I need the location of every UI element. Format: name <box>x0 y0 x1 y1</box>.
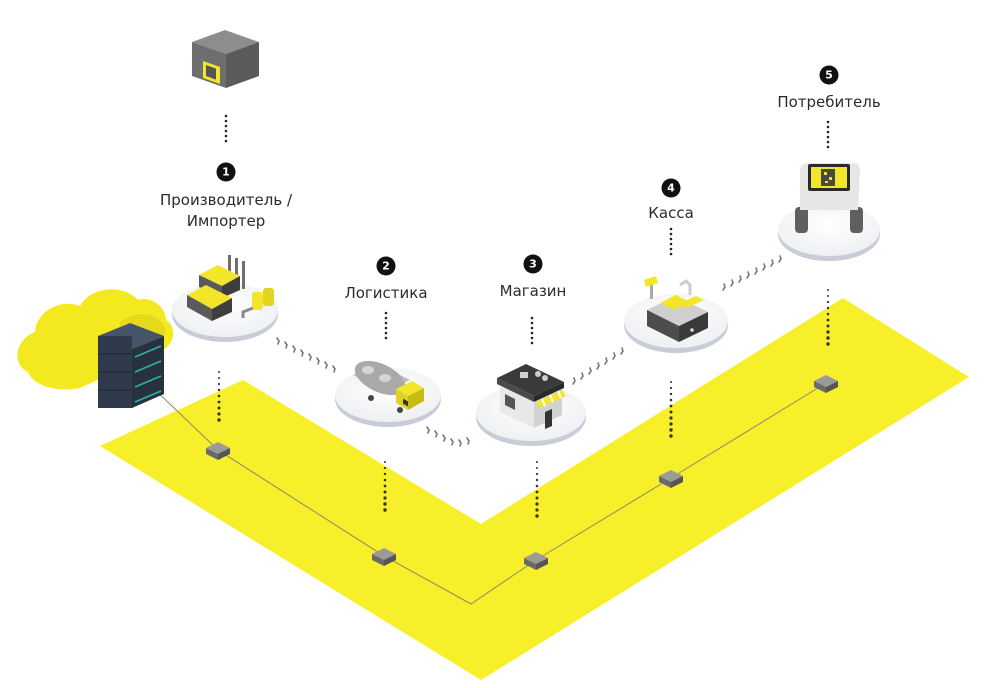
stage-4-label: Касса <box>648 204 694 222</box>
stage-3-label: Магазин <box>499 282 567 300</box>
tanker-truck-icon <box>353 360 424 413</box>
marked-box-icon <box>192 30 259 88</box>
platform-5 <box>778 204 880 261</box>
stage-5-label: Потребитель <box>777 93 881 111</box>
server-rack-icon <box>98 323 164 408</box>
stage-2-label: Логистика <box>344 284 428 302</box>
network-node-icon <box>206 375 838 570</box>
stage-1-label: Производитель / Импортер <box>160 190 292 232</box>
stage-1-label-line2: Импортер <box>186 212 266 230</box>
factory-icon <box>187 255 274 321</box>
stage-4-badge: 4 <box>661 178 681 198</box>
stage-1-label-line1: Производитель / <box>159 191 293 209</box>
floor-band <box>100 298 969 680</box>
vertical-dots <box>224 114 830 345</box>
stage-5-badge: 5 <box>819 65 839 85</box>
store-icon <box>497 364 566 429</box>
stage-2-badge: 2 <box>376 256 396 276</box>
cash-register-icon <box>644 276 708 342</box>
stage-1-badge: 1 <box>216 162 236 182</box>
phone-scan-icon <box>795 163 863 233</box>
flow-arrows <box>276 255 782 447</box>
stage-3-badge: 3 <box>523 254 543 274</box>
floor-drops <box>217 289 830 518</box>
